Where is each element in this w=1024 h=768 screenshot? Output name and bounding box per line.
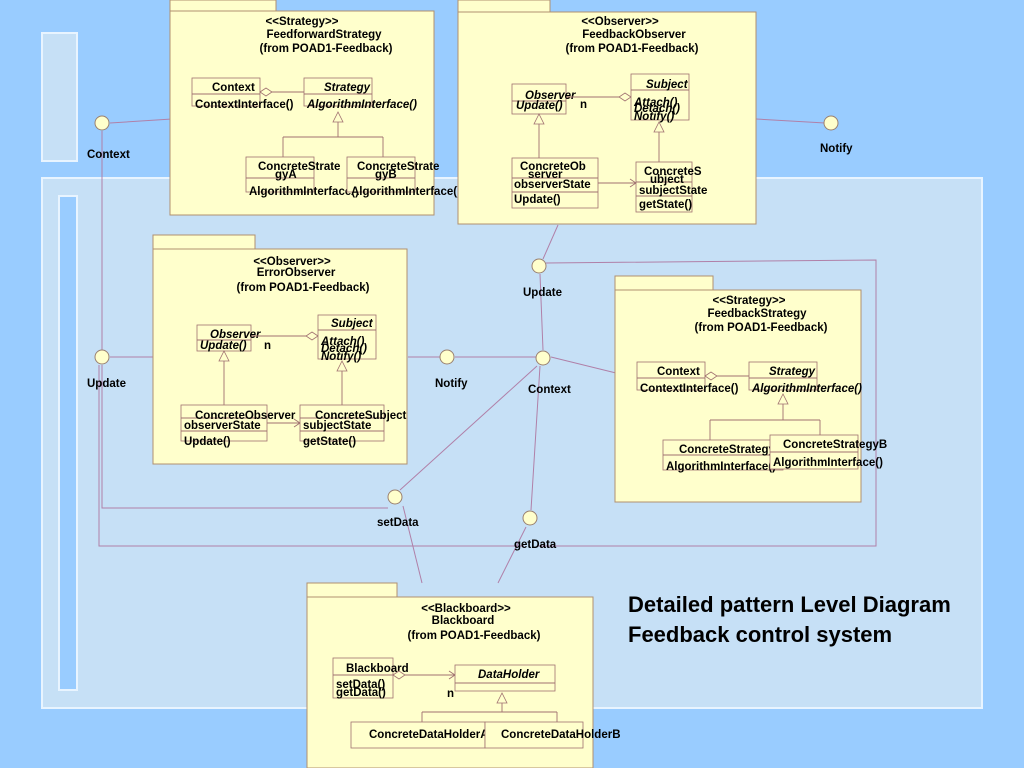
class-observer-op: Update() [516,100,563,112]
class-concrete-strategy-a: ConcreteStrate [258,161,340,173]
class-concrete-subject-attr: subjectState [303,420,371,432]
class-concrete-observer-suffix: server [528,169,563,181]
class-concrete-strategy-a-op: AlgorithmInterface() [249,186,359,198]
class-context-op: ContextInterface() [640,383,739,395]
connections [98,118,877,584]
package-origin: (from POAD1-Feedback) [260,43,393,55]
class-subject-op-detach: Detach() [321,343,367,355]
package-origin: (from POAD1-Feedback) [408,630,541,642]
interface-label: Update [87,378,126,390]
interface-label: getData [514,539,557,551]
class-strategy: Strategy [324,82,371,94]
class-subject-op-detach: Detach() [634,103,680,115]
class-concrete-observer-op: Update() [514,194,561,206]
package-origin: (from POAD1-Feedback) [237,282,370,294]
interface-notify-outer[interactable]: Notify [820,115,853,155]
class-observer: Observer [525,90,576,102]
class-context: Context [657,366,700,378]
class-context: Context [212,82,255,94]
class-blackboard: Blackboard [346,663,409,675]
class-blackboard-op-getdata: getData() [336,687,386,699]
interface-get-data[interactable]: getData [514,510,557,551]
package-name: FeedforwardStrategy [266,29,382,41]
class-subject: Subject [646,79,689,91]
class-concrete-subject: ConcreteS [644,166,702,178]
class-concrete-subject-attr: subjectState [639,185,707,197]
multiplicity-n: n [447,688,454,700]
interface-label: Update [523,287,562,299]
class-dataholder: DataHolder [478,669,540,681]
class-concrete-observer-attr: observerState [184,420,261,432]
class-subject-op-notify: Notify() [634,111,674,123]
class-blackboard-op-setdata: setData() [336,679,385,691]
class-observer: Observer [210,329,261,341]
class-concrete-observer-attr: observerState [514,179,591,191]
package-origin: (from POAD1-Feedback) [695,322,828,334]
class-concrete-subject: ConcreteSubject [315,410,407,422]
class-strategy: Strategy [769,366,816,378]
class-concrete-subject-op: getState() [303,436,356,448]
class-concrete-strategy-b-op: AlgorithmInterface() [773,457,883,469]
outer-panel-left-bar [58,195,78,691]
interface-label: Context [87,149,130,161]
interface-set-data[interactable]: setData [377,489,419,529]
interface-update-top[interactable]: Update [523,258,562,299]
package-name: FeedbackObserver [582,29,686,41]
outer-panel-top-left [41,32,78,162]
interface-context-outer[interactable]: Context [87,115,130,161]
interface-label: Notify [820,143,853,155]
interface-label: Context [528,384,571,396]
interface-label: Notify [435,378,468,390]
multiplicity-n: n [264,340,271,352]
package-name: FeedbackStrategy [707,308,807,320]
class-concrete-dataholder-b: ConcreteDataHolderB [501,729,621,741]
class-concrete-observer: ConcreteOb [520,161,586,173]
package-feedback-observer[interactable]: <<Observer>> FeedbackObserver (from POAD… [457,0,757,225]
package-stereotype: <<Strategy>> [266,16,339,28]
class-concrete-strategy-b: ConcreteStrategyB [783,439,887,451]
interface-label: setData [377,517,419,529]
class-concrete-strategy-a: ConcreteStrategyA [679,444,783,456]
class-concrete-strategy-a-op: AlgorithmInterface() [666,461,776,473]
class-concrete-subject-suffix: ubject [650,174,684,186]
class-subject-op-notify: Notify() [321,351,361,363]
interface-notify-mid[interactable]: Notify [435,349,468,390]
class-concrete-strategy-b-op: AlgorithmInterface() [351,186,461,198]
class-context-op: ContextInterface() [195,99,294,111]
class-concrete-dataholder-a: ConcreteDataHolderA [369,729,489,741]
class-subject: Subject [331,318,374,330]
package-origin: (from POAD1-Feedback) [566,43,699,55]
class-concrete-observer: ConcreteObserver [195,410,296,422]
package-stereotype: <<Observer>> [581,16,659,28]
slide-title-line-2: Feedback control system [628,622,892,647]
interface-update-left[interactable]: Update [87,349,126,390]
package-name: ErrorObserver [257,267,336,279]
class-concrete-strategy-a-suffix: gyA [275,169,297,181]
package-stereotype: <<Blackboard>> [421,603,511,615]
package-feedforward-strategy[interactable]: <<Strategy>> FeedforwardStrategy (from P… [169,0,461,216]
package-blackboard[interactable]: <<Blackboard>> Blackboard (from POAD1-Fe… [306,582,621,768]
class-strategy-op: AlgorithmInterface() [751,383,862,395]
class-concrete-subject-op: getState() [639,199,692,211]
slide-title-line-1: Detailed pattern Level Diagram [628,592,951,617]
interface-context-mid[interactable]: Context [528,350,571,396]
class-observer-op: Update() [200,340,247,352]
class-subject-op-attach: Attach() [633,97,678,109]
package-name: Blackboard [432,615,495,627]
class-subject-op-attach: Attach() [320,336,365,348]
package-stereotype: <<Observer>> [253,256,331,268]
multiplicity-n: n [580,99,587,111]
package-stereotype: <<Strategy>> [713,295,786,307]
class-concrete-strategy-b-suffix: gyB [375,169,397,181]
class-concrete-strategy-b: ConcreteStrate [357,161,439,173]
package-error-observer[interactable]: <<Observer>> ErrorObserver (from POAD1-F… [152,234,408,465]
class-concrete-observer-op: Update() [184,436,231,448]
package-feedback-strategy[interactable]: <<Strategy>> FeedbackStrategy (from POAD… [614,275,887,503]
class-strategy-op: AlgorithmInterface() [306,99,417,111]
